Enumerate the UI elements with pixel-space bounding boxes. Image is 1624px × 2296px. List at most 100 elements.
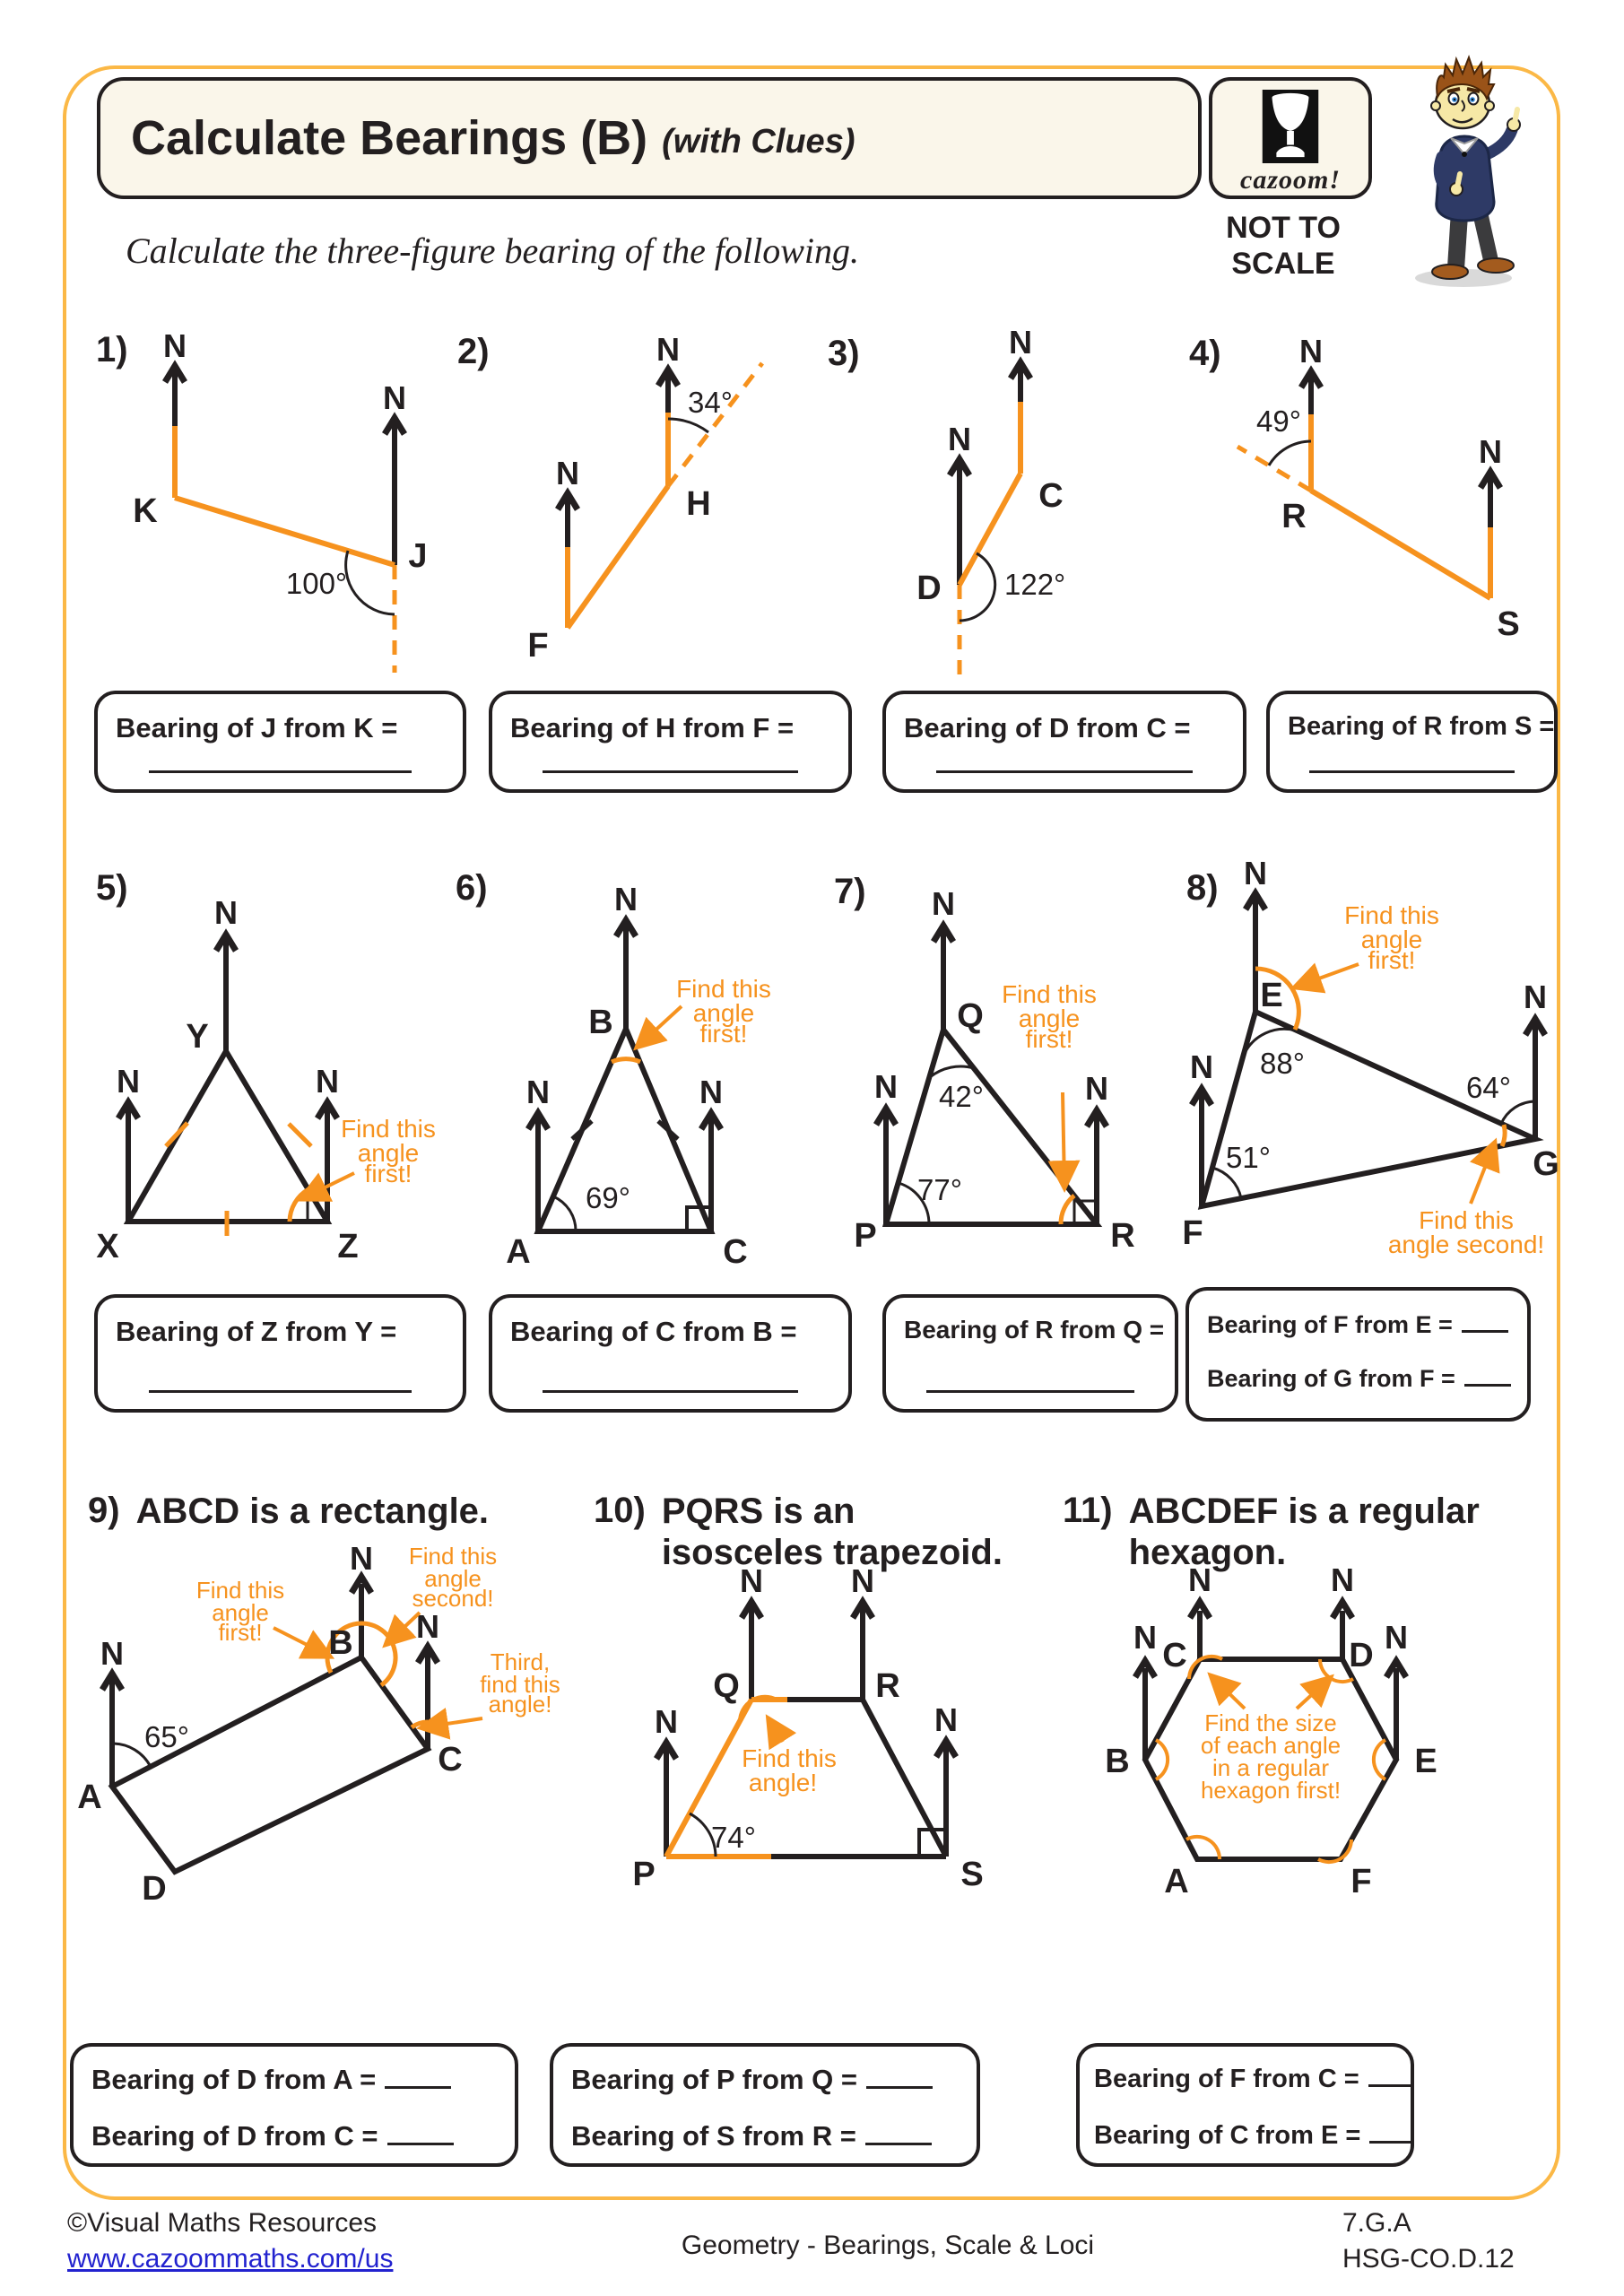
answer-blank[interactable] — [148, 770, 412, 773]
answer-blank[interactable] — [864, 2118, 932, 2145]
north-label: N — [1085, 1070, 1108, 1107]
north-label: N — [350, 1543, 373, 1577]
north-label: N — [656, 331, 680, 368]
clue-text: angle second! — [1388, 1231, 1544, 1258]
north-arrow-A: N — [525, 1074, 551, 1231]
copyright-text: ©Visual Maths Resources — [67, 2208, 378, 2238]
q7-diagram: N N N 42° 77° Find this angle first! Q P… — [854, 885, 1134, 1255]
answer-blank[interactable] — [542, 770, 799, 773]
north-arrow-E: N — [1243, 855, 1268, 1012]
answer-label: Bearing of F from E = — [1207, 1311, 1453, 1338]
q1-diagram: N N 100° K J — [133, 327, 428, 673]
answer-box-q11: Bearing of F from C = Bearing of C from … — [1076, 2043, 1414, 2167]
north-label: N — [934, 1701, 958, 1738]
answer-blank[interactable] — [926, 1390, 1134, 1393]
answer-label: Bearing of H from F = — [510, 712, 795, 744]
answer-label: Bearing of D from C = — [904, 712, 1191, 744]
north-label: N — [1133, 1619, 1157, 1656]
answer-blank[interactable] — [1368, 2061, 1411, 2087]
clue-arrow-right — [1295, 1674, 1334, 1710]
point-label-H: H — [686, 485, 710, 523]
answer-blank[interactable] — [385, 2061, 452, 2089]
north-label: N — [1331, 1561, 1354, 1598]
clue-arrow-first — [273, 1626, 335, 1659]
point-label-D: D — [142, 1870, 166, 1908]
q9-number: 9) — [88, 1491, 120, 1530]
clue-text: Find this — [1002, 980, 1097, 1008]
answer-box-q5: Bearing of Z from Y = — [94, 1294, 466, 1413]
answer-box-q6: Bearing of C from B = — [489, 1294, 852, 1413]
north-arrow-P: N — [654, 1703, 679, 1857]
north-label: N — [556, 455, 579, 491]
north-label: N — [851, 1562, 874, 1599]
north-label: N — [932, 885, 955, 922]
mascot-boy-illustration — [1415, 55, 1521, 287]
q4-number: 4) — [1189, 334, 1221, 373]
north-arrow-S: N — [1478, 433, 1503, 598]
answer-blank[interactable] — [1461, 1309, 1508, 1333]
website-link[interactable]: www.cazoommaths.com/us — [67, 2244, 394, 2274]
point-label-A: A — [506, 1233, 530, 1271]
title-box: Calculate Bearings (B) (with Clues) — [97, 77, 1202, 199]
north-arrow-D: N — [947, 421, 972, 585]
north-arrow-Y: N — [213, 894, 239, 1051]
point-label-G: G — [1533, 1145, 1559, 1183]
point-label-B: B — [328, 1624, 352, 1662]
answer-blank[interactable] — [542, 1390, 799, 1393]
north-arrow-R: N — [1084, 1070, 1109, 1224]
north-arrow-X: N — [116, 1063, 141, 1222]
q2-diagram: N N 34° F H — [527, 331, 764, 665]
standard-code-1: 7.G.A — [1342, 2208, 1411, 2238]
angle-arc-Q — [929, 1065, 975, 1079]
north-label: N — [163, 327, 187, 364]
answer-blank[interactable] — [1309, 770, 1515, 773]
answer-blank[interactable] — [1463, 1362, 1511, 1387]
point-label-R: R — [1281, 498, 1306, 535]
point-label-A: A — [1164, 1863, 1188, 1900]
answer-blank[interactable] — [865, 2061, 933, 2089]
right-angle-marker — [685, 1205, 711, 1231]
angle-arc — [552, 1195, 578, 1232]
page-title: Calculate Bearings (B) — [131, 111, 648, 165]
answer-blank[interactable] — [148, 1390, 412, 1393]
clue-text: hexagon first! — [1201, 1777, 1341, 1804]
clue-text: angle — [358, 1139, 420, 1167]
q11-heading: 11) ABCDEF is a regular hexagon. — [1063, 1491, 1480, 1572]
north-label: N — [655, 1703, 678, 1740]
clue-text: angle — [693, 999, 755, 1027]
north-label: N — [948, 421, 971, 457]
q8-number: 8) — [1186, 868, 1219, 908]
point-label-C: C — [1038, 477, 1063, 515]
q11-diagram: N N N N Find the size of each angle in a… — [1105, 1561, 1437, 1900]
angle-value-F: 51° — [1226, 1141, 1271, 1174]
north-label: N — [1385, 1619, 1408, 1656]
bearing-dashed-line — [1236, 444, 1313, 493]
angle-value: 100° — [286, 567, 347, 600]
north-label: N — [1479, 433, 1502, 470]
north-arrow-R: N — [850, 1562, 875, 1700]
north-arrow-C: N — [1187, 1561, 1212, 1659]
angle-arc-E — [1371, 1738, 1387, 1781]
point-label-R: R — [1110, 1217, 1134, 1255]
north-arrow-F: N — [555, 455, 580, 628]
angle-value: 69° — [586, 1181, 630, 1214]
angle-arc-P — [689, 1812, 717, 1857]
tick-mark — [656, 1119, 680, 1141]
answer-blank[interactable] — [386, 2118, 454, 2145]
goblet-logo-icon — [1262, 90, 1319, 163]
answer-blank[interactable] — [1369, 2118, 1411, 2144]
point-label-Q: Q — [713, 1667, 740, 1705]
north-label: N — [614, 881, 638, 918]
clue-angle-arc — [287, 1187, 310, 1222]
point-label-Q: Q — [957, 997, 984, 1035]
cazoom-logo-box: cazoom! — [1209, 77, 1372, 199]
answer-label: Bearing of J from K = — [116, 712, 398, 744]
north-arrow-B: N — [613, 881, 638, 1029]
answer-blank[interactable] — [935, 770, 1194, 773]
answer-label: Bearing of G from F = — [1207, 1365, 1455, 1392]
clue-text: find this — [480, 1671, 560, 1698]
clue-text: in a regular — [1212, 1754, 1329, 1781]
point-label-X: X — [96, 1228, 119, 1265]
north-arrow-G: N — [1523, 978, 1548, 1139]
